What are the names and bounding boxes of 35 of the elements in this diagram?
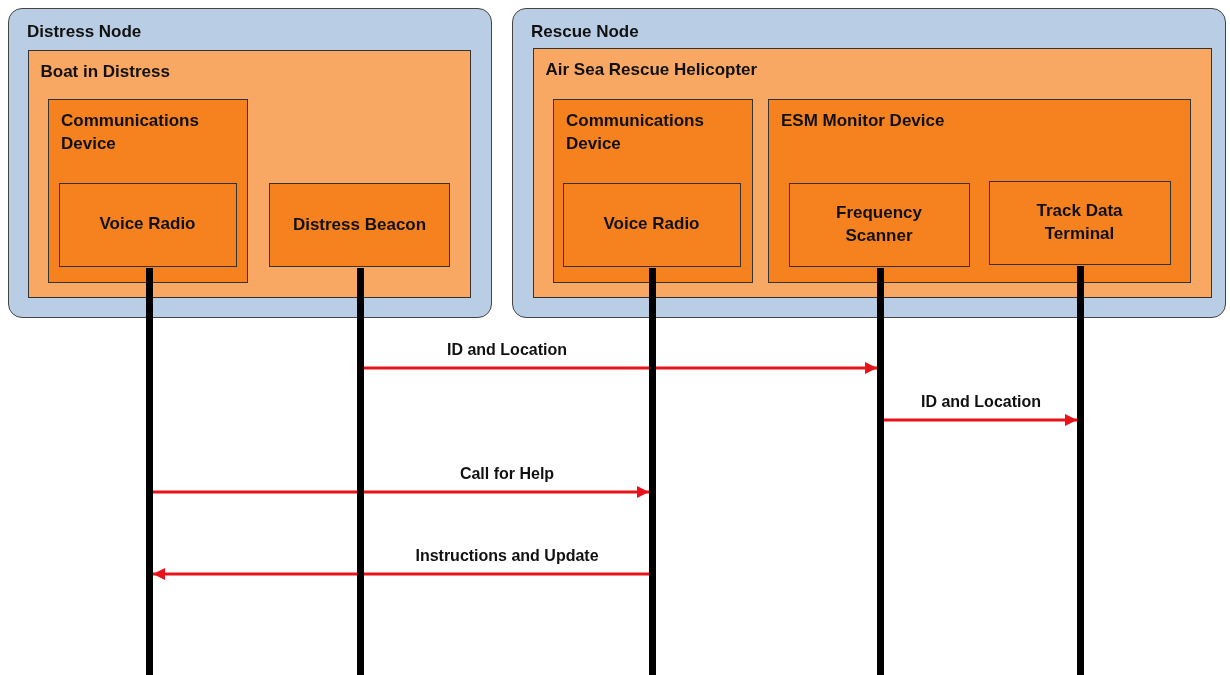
lifeline	[649, 268, 656, 675]
edge-label: Call for Help	[457, 465, 557, 483]
group-title: Communications Device	[61, 110, 200, 155]
component-label: Distress Beacon	[291, 213, 428, 236]
component-box	[553, 99, 753, 283]
group-title: Rescue Node	[531, 21, 639, 43]
component-box	[788, 182, 970, 267]
component-label: Voice Radio	[98, 213, 197, 236]
component-box	[269, 183, 450, 267]
component-box	[48, 99, 248, 283]
lifeline	[146, 268, 153, 675]
component-box	[988, 180, 1171, 265]
group-title: Communications Device	[566, 110, 705, 155]
platform-box	[27, 49, 471, 298]
group-title: Air Sea Rescue Helicopter	[545, 58, 758, 81]
component-box	[58, 182, 237, 267]
component-label: Frequency Scanner	[835, 201, 923, 247]
lifeline	[1077, 266, 1084, 675]
message-arrow	[364, 362, 877, 374]
group-title: Distress Node	[27, 21, 142, 43]
message-arrow	[884, 414, 1077, 426]
group-title: Boat in Distress	[40, 60, 170, 83]
message-arrow	[153, 568, 649, 580]
component-box	[768, 99, 1191, 283]
platform-box	[532, 47, 1212, 298]
group-title: ESM Monitor Device	[781, 110, 945, 132]
lifeline	[877, 268, 884, 675]
node-panel	[8, 8, 492, 318]
lifeline	[357, 268, 364, 675]
component-box	[562, 182, 741, 267]
message-arrow	[153, 486, 649, 498]
edge-label: Instructions and Update	[413, 547, 601, 565]
component-label: Track Data Terminal	[1035, 199, 1124, 245]
component-label: Voice Radio	[602, 213, 701, 236]
node-panel	[512, 8, 1226, 318]
